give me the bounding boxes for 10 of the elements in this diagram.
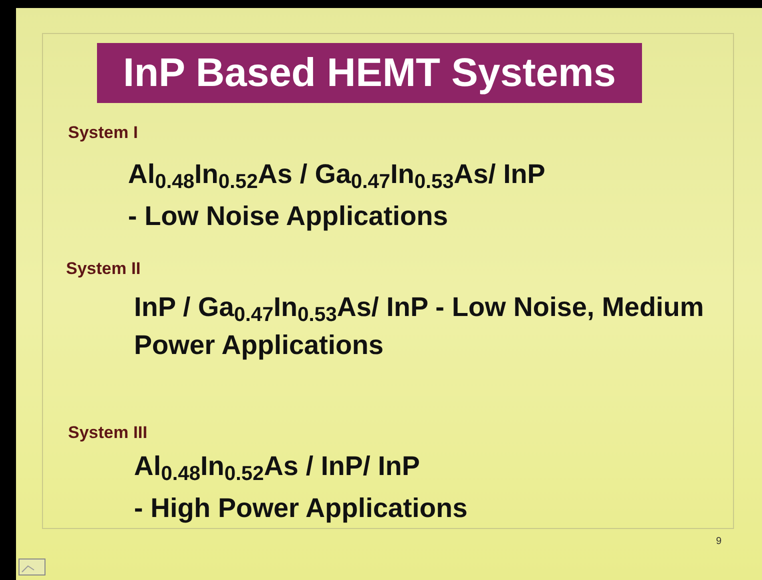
- material-stack-text: InP / Ga$_{0.47}$In$_{0.53}$As/ InP - Low Noise, Medium Power Applications: [134, 291, 705, 362]
- page-number: 9: [716, 535, 722, 549]
- section-heading: System II: [66, 258, 141, 280]
- title-banner: InP Based HEMT Systems: [97, 43, 642, 103]
- application-text: - Low Noise Applications: [128, 200, 448, 233]
- section-heading: System III: [68, 422, 148, 444]
- section-heading: System I: [68, 122, 138, 144]
- material-stack-text: Al$_{0.48}$In$_{0.52}$As / Ga$_{0.47}$In$_{0.53}$As/ InP: [128, 158, 546, 194]
- application-text: - High Power Applications: [134, 492, 468, 525]
- material-stack-text: Al$_{0.48}$In$_{0.52}$As / InP/ InP: [134, 450, 420, 486]
